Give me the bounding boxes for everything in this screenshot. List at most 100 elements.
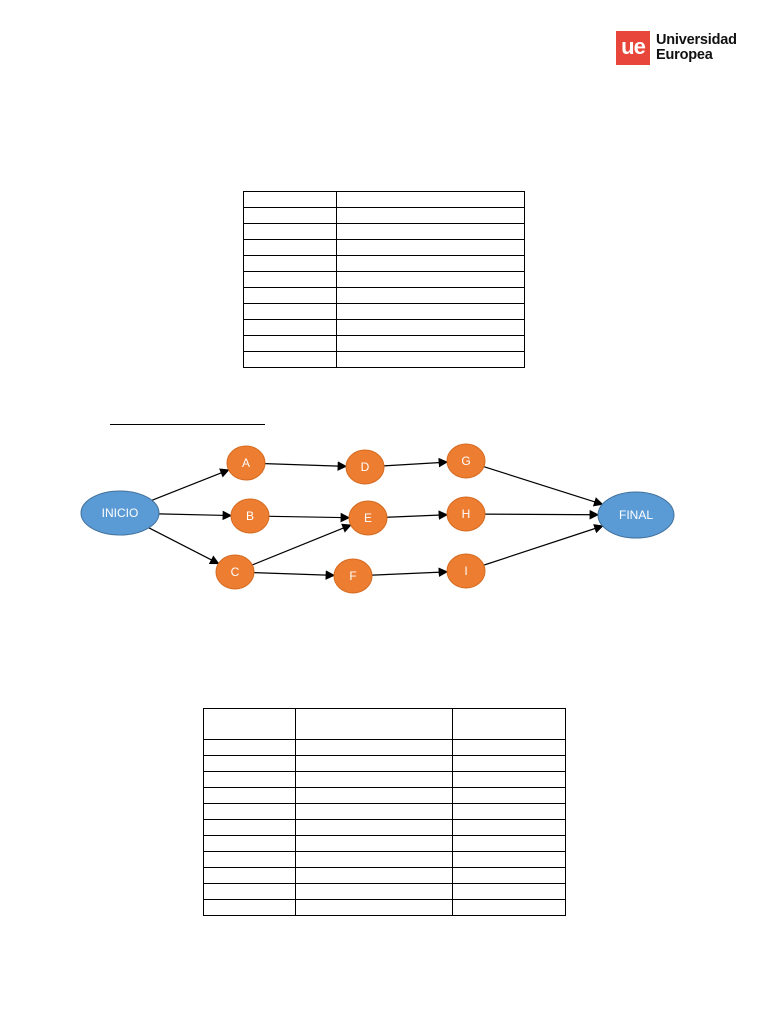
table-cell: [295, 819, 453, 836]
node-h-shape: [446, 496, 486, 532]
node-inicio-label: INICIO: [102, 506, 139, 520]
nodes: INICIO A B C D E F G H I FINAL: [80, 443, 675, 594]
table-cell: [452, 851, 566, 868]
edge-inicio-to-b: [158, 510, 233, 521]
edge-f-to-i: [371, 567, 449, 578]
node-d-label: D: [361, 460, 370, 474]
table-cell: [452, 708, 566, 740]
table-row: [243, 271, 525, 288]
node-h-label: H: [462, 507, 471, 521]
node-a-shape: [226, 445, 266, 481]
node-c-shape: [215, 554, 255, 590]
table-cell: [243, 239, 337, 256]
node-e: E: [348, 500, 388, 536]
table-cell: [336, 303, 525, 320]
table-row: [203, 803, 566, 820]
underlined-heading-rule: [110, 424, 265, 425]
table-cell: [336, 351, 525, 368]
table-cell: [336, 287, 525, 304]
node-b-label: B: [246, 509, 254, 523]
edge-i-to-final: [483, 524, 604, 566]
table-cell: [336, 239, 525, 256]
table-row: [243, 223, 525, 240]
table-row: [243, 239, 525, 256]
logo-line-2: Europea: [656, 47, 713, 63]
node-final-label: FINAL: [619, 508, 653, 522]
table-cell: [243, 223, 337, 240]
edge-d-to-g: [383, 457, 449, 468]
table-row: [243, 319, 525, 336]
table-cell: [243, 287, 337, 304]
table-cell: [203, 771, 296, 788]
table-cell: [452, 787, 566, 804]
universidad-europea-logo: ue Universidad Europea: [616, 31, 751, 67]
table-row: [203, 739, 566, 756]
table-row: [243, 335, 525, 352]
table-cell: [203, 883, 296, 900]
node-b-shape: [230, 498, 270, 534]
table-cell: [452, 835, 566, 852]
node-g: G: [446, 443, 486, 479]
table-row: [243, 207, 525, 224]
edge-inicio-to-a: [151, 468, 230, 501]
edge-b-to-e: [268, 512, 351, 523]
node-f-shape: [333, 558, 373, 594]
table-cell: [452, 883, 566, 900]
edge-a-to-d: [264, 461, 348, 471]
table-cell: [295, 739, 453, 756]
table-cell: [452, 771, 566, 788]
edge-c-to-e: [252, 523, 352, 566]
table-row: [203, 835, 566, 852]
logo-wordmark: Universidad Europea: [656, 33, 737, 63]
edges: [148, 457, 604, 580]
table-cell: [336, 223, 525, 240]
edge-h-to-final: [484, 509, 600, 520]
node-a-label: A: [242, 456, 250, 470]
node-b: B: [230, 498, 270, 534]
table-cell: [243, 207, 337, 224]
table-cell: [295, 883, 453, 900]
table-row: [203, 899, 566, 916]
table-row: [203, 787, 566, 804]
table-cell: [336, 207, 525, 224]
table-cell: [452, 755, 566, 772]
table-cell: [243, 271, 337, 288]
table-cell: [203, 787, 296, 804]
table-row: [243, 255, 525, 272]
table-cell: [243, 319, 337, 336]
table-cell: [203, 803, 296, 820]
node-f-label: F: [349, 569, 356, 583]
activity-table-top: [243, 191, 525, 368]
table-cell: [295, 708, 453, 740]
edge-g-to-final: [483, 466, 604, 507]
table-cell: [203, 755, 296, 772]
table-cell: [295, 851, 453, 868]
node-e-shape: [348, 500, 388, 536]
table-cell: [243, 191, 337, 208]
precedence-network-diagram: INICIO A B C D E F G H I FINAL: [80, 443, 675, 594]
node-d-shape: [345, 449, 385, 485]
node-h: H: [446, 496, 486, 532]
node-g-shape: [446, 443, 486, 479]
table-cell: [203, 899, 296, 916]
node-i-label: I: [464, 564, 467, 578]
edge-inicio-to-c: [148, 527, 220, 565]
table-cell: [243, 351, 337, 368]
table-cell: [203, 739, 296, 756]
node-f: F: [333, 558, 373, 594]
table-cell: [295, 803, 453, 820]
table-cell: [295, 899, 453, 916]
node-g-label: G: [461, 454, 470, 468]
node-c-label: C: [231, 565, 240, 579]
table-cell: [336, 319, 525, 336]
edge-c-to-f: [253, 570, 336, 580]
activity-table-bottom: [203, 708, 566, 916]
table-cell: [295, 755, 453, 772]
table-row: [243, 191, 525, 208]
table-row: [203, 755, 566, 772]
edge-e-to-h: [386, 510, 449, 520]
table-row: [203, 771, 566, 788]
logo-line-1: Universidad: [656, 32, 737, 48]
table-row: [243, 351, 525, 368]
table-row: [203, 851, 566, 868]
